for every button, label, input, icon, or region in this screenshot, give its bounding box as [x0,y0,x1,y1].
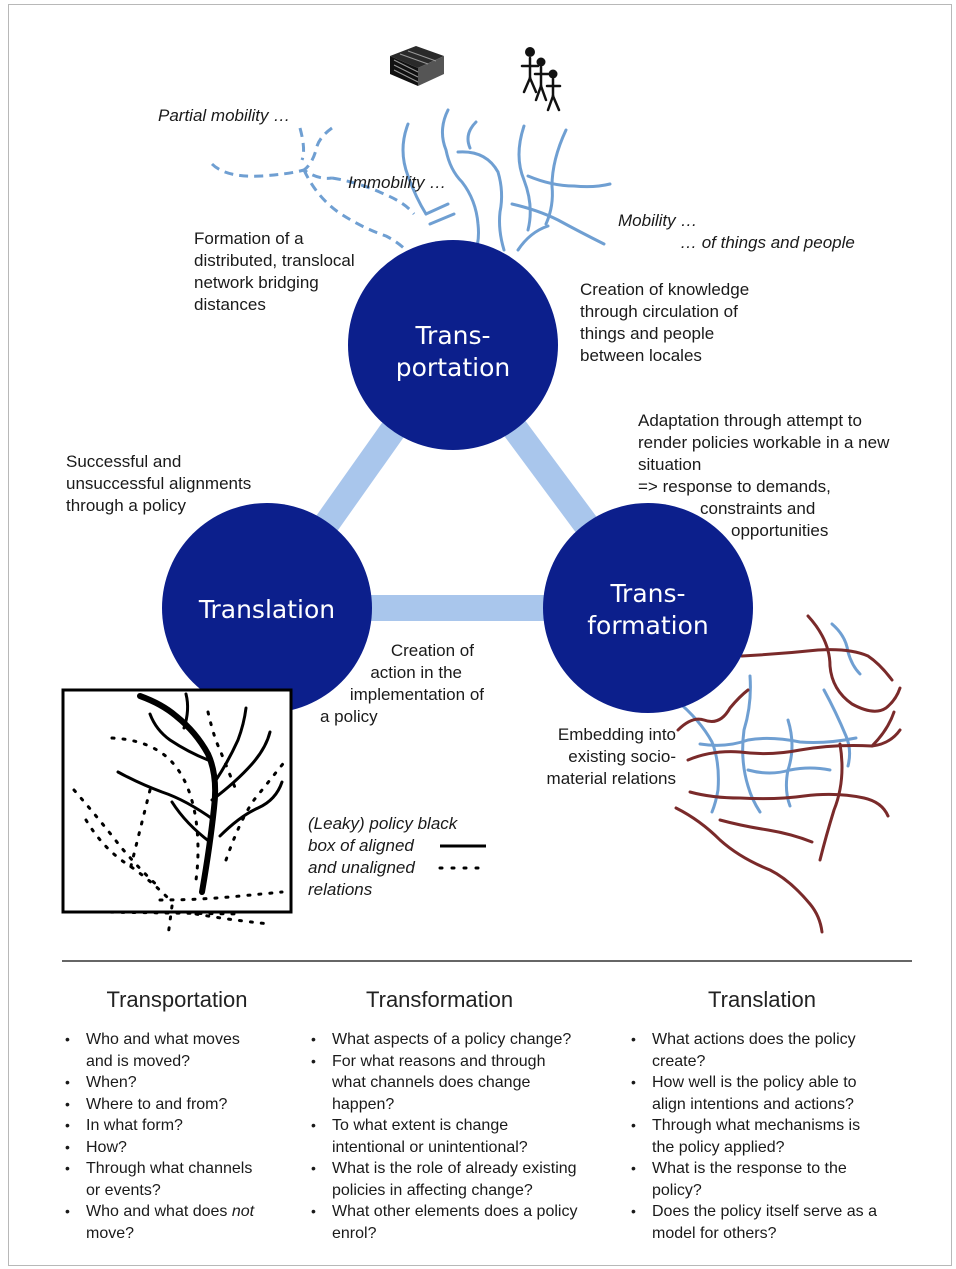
embedding-lines [674,614,902,934]
transportation-label-line-2: portation [396,353,510,382]
list-item: How? [62,1137,292,1159]
formation-text: Formation of a distributed, translocal n… [194,229,355,314]
transformation-questions: What aspects of a policy change? For wha… [308,1029,618,1244]
policy-black-box [61,688,293,938]
building-icon [390,46,444,86]
action-text: Creation of action in the implementation… [320,641,484,726]
alignments-text: Successful and unsuccessful alignments t… [66,452,252,515]
mobility-lines [401,108,612,258]
mobility-label: Mobility … [618,211,698,230]
concept-circles [162,240,753,713]
partial-mobility-label: Partial mobility … [158,106,291,125]
figure-frame [8,4,952,1266]
immobility-label: Immobility … [348,173,447,192]
transformation-label-line-1: Trans- [609,579,685,608]
list-item: What aspects of a policy change? [308,1029,618,1051]
mobility-things-label: … of things and people [680,233,855,252]
list-item: In what form? [62,1115,292,1137]
unaligned-relations [72,710,288,938]
transformation-column: Transformation What aspects of a policy … [308,985,618,1244]
legend-marks [438,844,488,870]
list-item: Where to and from? [62,1094,292,1116]
translation-column-title: Translation [708,987,817,1012]
aligned-relations [116,692,284,895]
transportation-circle [348,240,558,450]
list-item: When? [62,1072,292,1094]
translation-label: Translation [198,595,335,624]
adaptation-text: Adaptation through attempt to render pol… [638,411,890,540]
blackbox-legend-text: (Leaky) policy black box of aligned and … [308,814,458,899]
partial-mobility-lines [210,126,416,254]
embedding-text: Embedding into existing socio- material … [546,725,676,788]
people-icon [520,47,562,112]
translation-column: Translation What actions does the policy… [628,985,918,1244]
list-item: What is the role of already existingpoli… [308,1158,618,1201]
transformation-label-line-2: formation [587,611,709,640]
knowledge-text: Creation of knowledge through circulatio… [580,280,750,365]
transformation-circle [543,503,753,713]
transportation-column-title: Transportation [106,987,248,1012]
transformation-column-title: Transformation [366,987,514,1012]
translation-circle [162,503,372,713]
transportation-label-line-1: Trans- [414,321,490,350]
circle-labels: Trans- portation Translation Trans- form… [198,321,709,640]
